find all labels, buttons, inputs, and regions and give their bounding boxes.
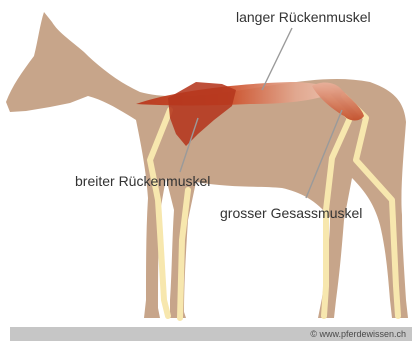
horse-silhouette — [6, 12, 408, 318]
label-broad-back-muscle: breiter Rückenmuskel — [75, 173, 210, 189]
label-gluteal-muscle: grosser Gesassmuskel — [220, 205, 362, 221]
pointer-long-back-muscle — [262, 28, 292, 90]
copyright-credit: © www.pferdewissen.ch — [310, 327, 406, 341]
label-long-back-muscle: langer Rückenmuskel — [236, 9, 371, 25]
credit-bar: © www.pferdewissen.ch — [10, 327, 412, 341]
